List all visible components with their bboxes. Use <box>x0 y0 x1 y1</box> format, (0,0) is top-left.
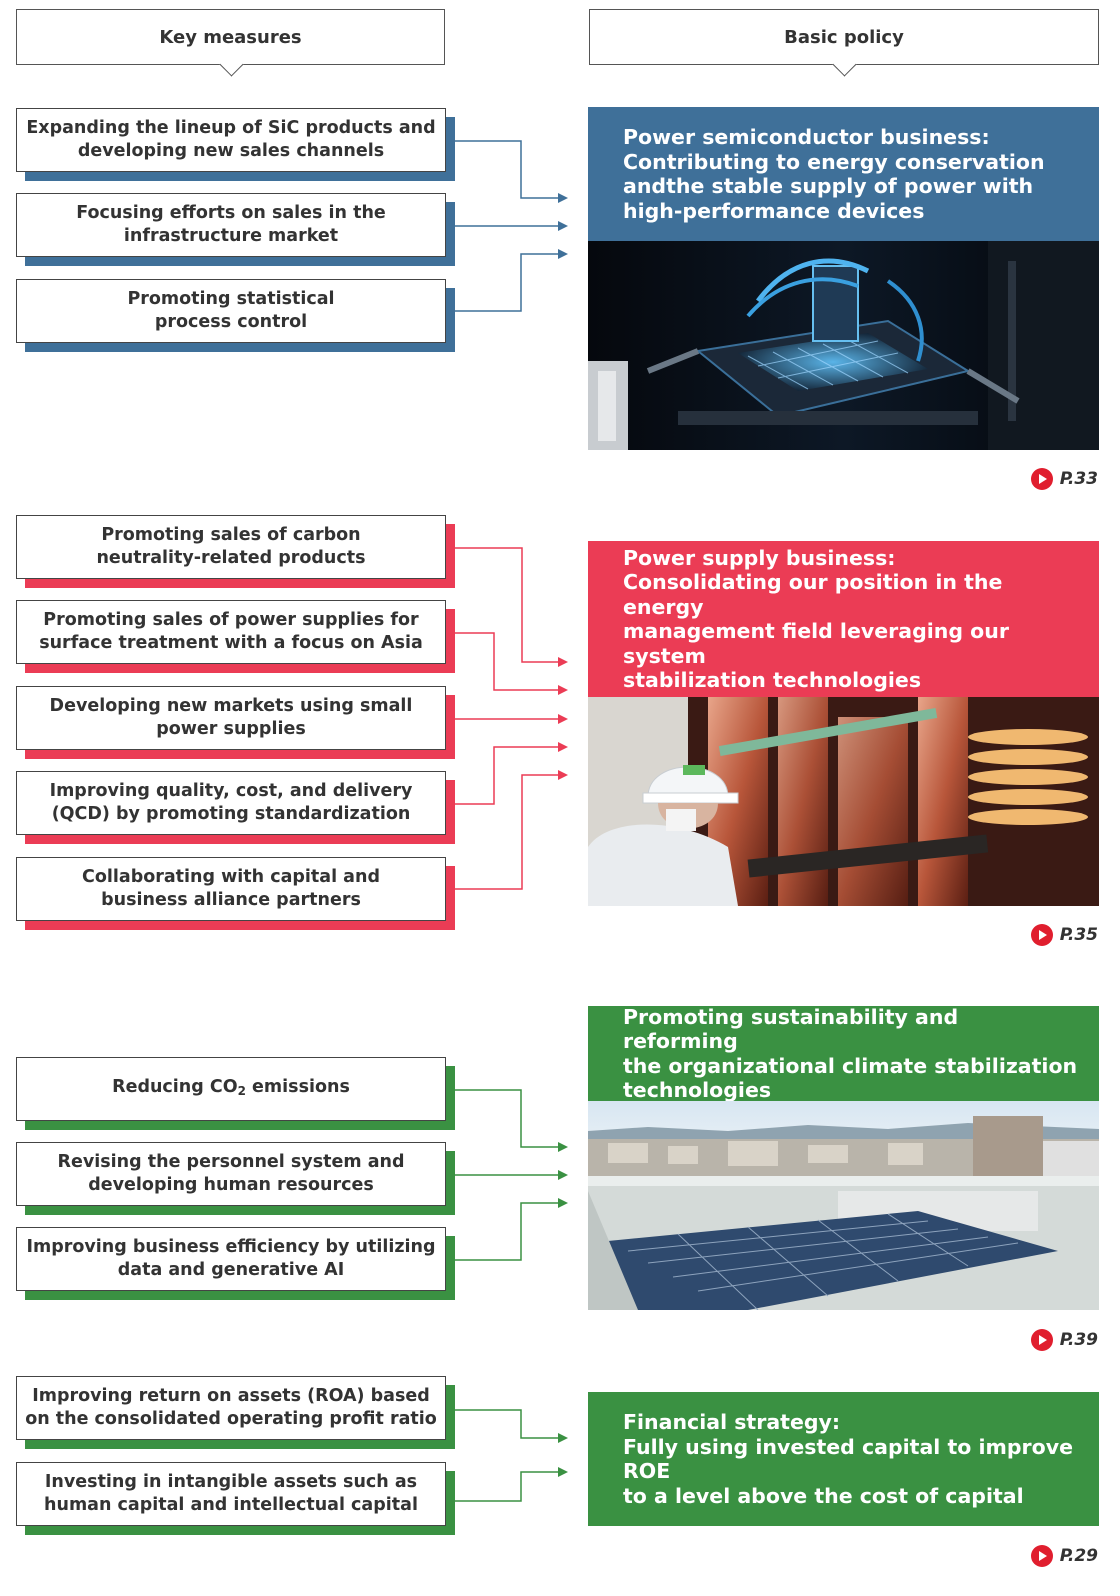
connector <box>455 1198 568 1261</box>
page-ref-p29[interactable]: P.29 <box>1030 1545 1098 1567</box>
connector <box>455 249 568 312</box>
key-measures-header: Key measures <box>16 9 445 77</box>
basic-policy-header-label: Basic policy <box>784 26 904 48</box>
measure-generative-ai: Improving business efficiency by utilizi… <box>16 1227 446 1291</box>
page-ref-p33[interactable]: P.33 <box>1030 468 1098 490</box>
key-measures-header-label: Key measures <box>159 26 302 48</box>
connector <box>455 140 568 203</box>
page-ref-p39[interactable]: P.39 <box>1030 1329 1098 1351</box>
solar-panel-rooftop-photo <box>588 1101 1099 1310</box>
semiconductor-equipment-photo <box>588 241 1099 450</box>
connector <box>455 1089 568 1152</box>
basic-policy-header: Basic policy <box>589 9 1099 77</box>
connector <box>455 1467 568 1502</box>
play-icon <box>1030 1329 1053 1351</box>
connector <box>455 547 568 667</box>
policy-power-supply: Power supply business:Consolidating our … <box>588 541 1099 697</box>
connector <box>455 632 568 695</box>
power-supply-worker-photo <box>588 697 1099 906</box>
play-icon <box>1030 924 1053 946</box>
measure-sic-lineup: Expanding the lineup of SiC products and… <box>16 108 446 172</box>
connector <box>455 1409 568 1443</box>
policy-financial-strategy: Financial strategy:Fully using invested … <box>588 1392 1099 1526</box>
play-icon <box>1030 468 1053 490</box>
connector <box>455 742 568 805</box>
measure-qcd-standardization: Improving quality, cost, and delivery(QC… <box>16 771 446 835</box>
measure-co2-emissions: Reducing CO2 emissions <box>16 1057 446 1121</box>
connector <box>455 770 568 890</box>
policy-power-semiconductor: Power semiconductor business:Contributin… <box>588 107 1099 241</box>
play-icon <box>1030 1545 1053 1567</box>
page-ref-p35[interactable]: P.35 <box>1030 924 1098 946</box>
